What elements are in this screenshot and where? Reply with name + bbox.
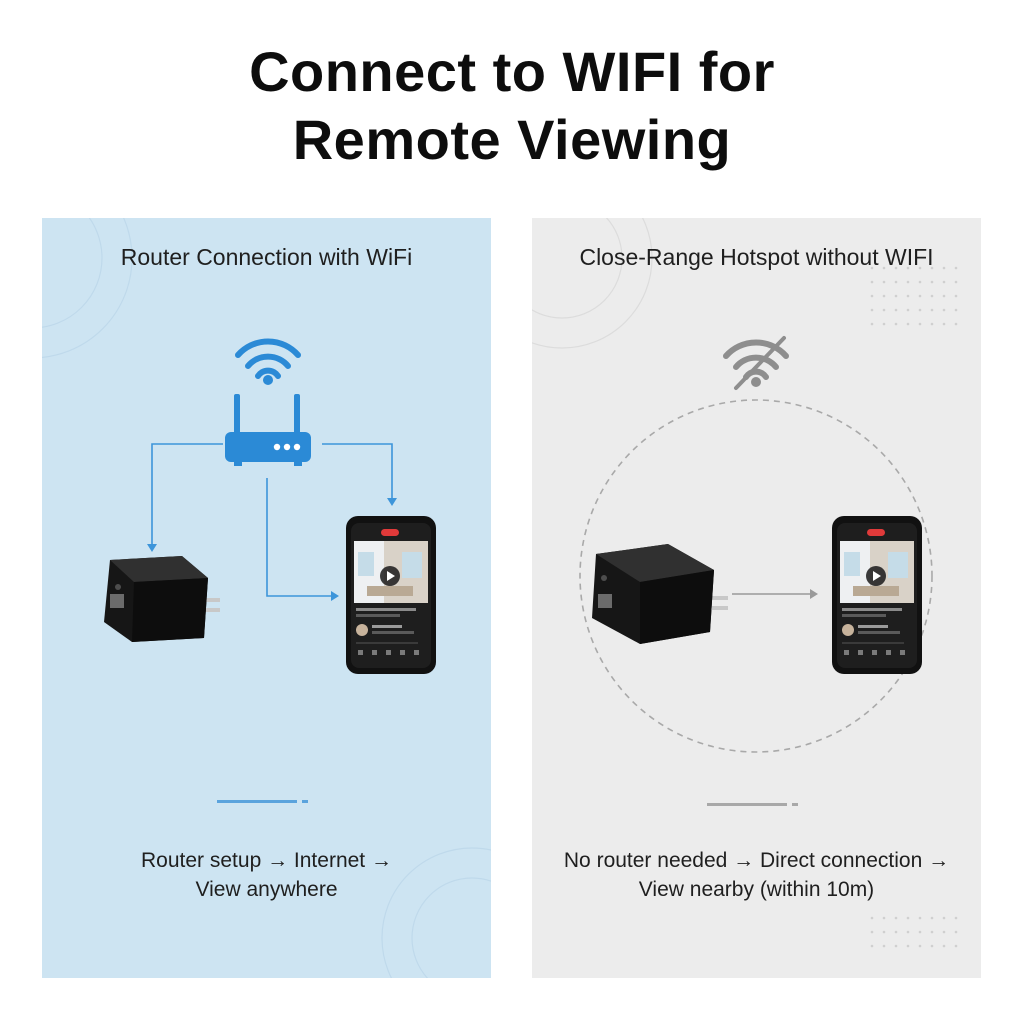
camera-adapter-icon [592, 544, 728, 644]
camera-adapter-icon [104, 556, 220, 642]
hotspot-panel-heading: Close-Range Hotspot without WIFI [579, 244, 934, 270]
router-connection-illustration [42, 218, 491, 978]
hotspot-range-circle [579, 399, 933, 753]
wifi-off-icon [723, 336, 789, 390]
router-caption-line-1: Router setup → Internet → [141, 849, 392, 872]
router-icon [225, 394, 311, 466]
hotspot-caption-line-2: View nearby (within 10m) [638, 878, 875, 901]
router-panel-caption: Router setup → Internet → View anywhere [42, 846, 491, 904]
router-connection-panel: Router Connection with WiFi Router setup… [42, 218, 491, 978]
hotspot-panel: Close-Range Hotspot without WIFI No rout… [532, 218, 981, 978]
page-title: Connect to WIFI for Remote Viewing [0, 38, 1024, 174]
dot-grid [870, 266, 958, 948]
wifi-icon [235, 338, 301, 385]
smartphone-icon [346, 516, 436, 674]
router-caption-line-2: View anywhere [195, 878, 338, 901]
hotspot-illustration [532, 218, 958, 948]
panel-divider [217, 800, 308, 803]
direct-connection-arrow [732, 589, 818, 599]
router-panel-heading: Router Connection with WiFi [120, 244, 413, 270]
hotspot-caption-line-1: No router needed → Direct connection → [563, 849, 950, 872]
page-title-line-1: Connect to WIFI for [249, 40, 775, 103]
page-title-line-2: Remote Viewing [292, 108, 732, 171]
connection-lines [151, 443, 393, 597]
panel-divider [707, 803, 798, 806]
hotspot-panel-caption: No router needed → Direct connection → V… [532, 846, 981, 904]
smartphone-icon [832, 516, 922, 674]
